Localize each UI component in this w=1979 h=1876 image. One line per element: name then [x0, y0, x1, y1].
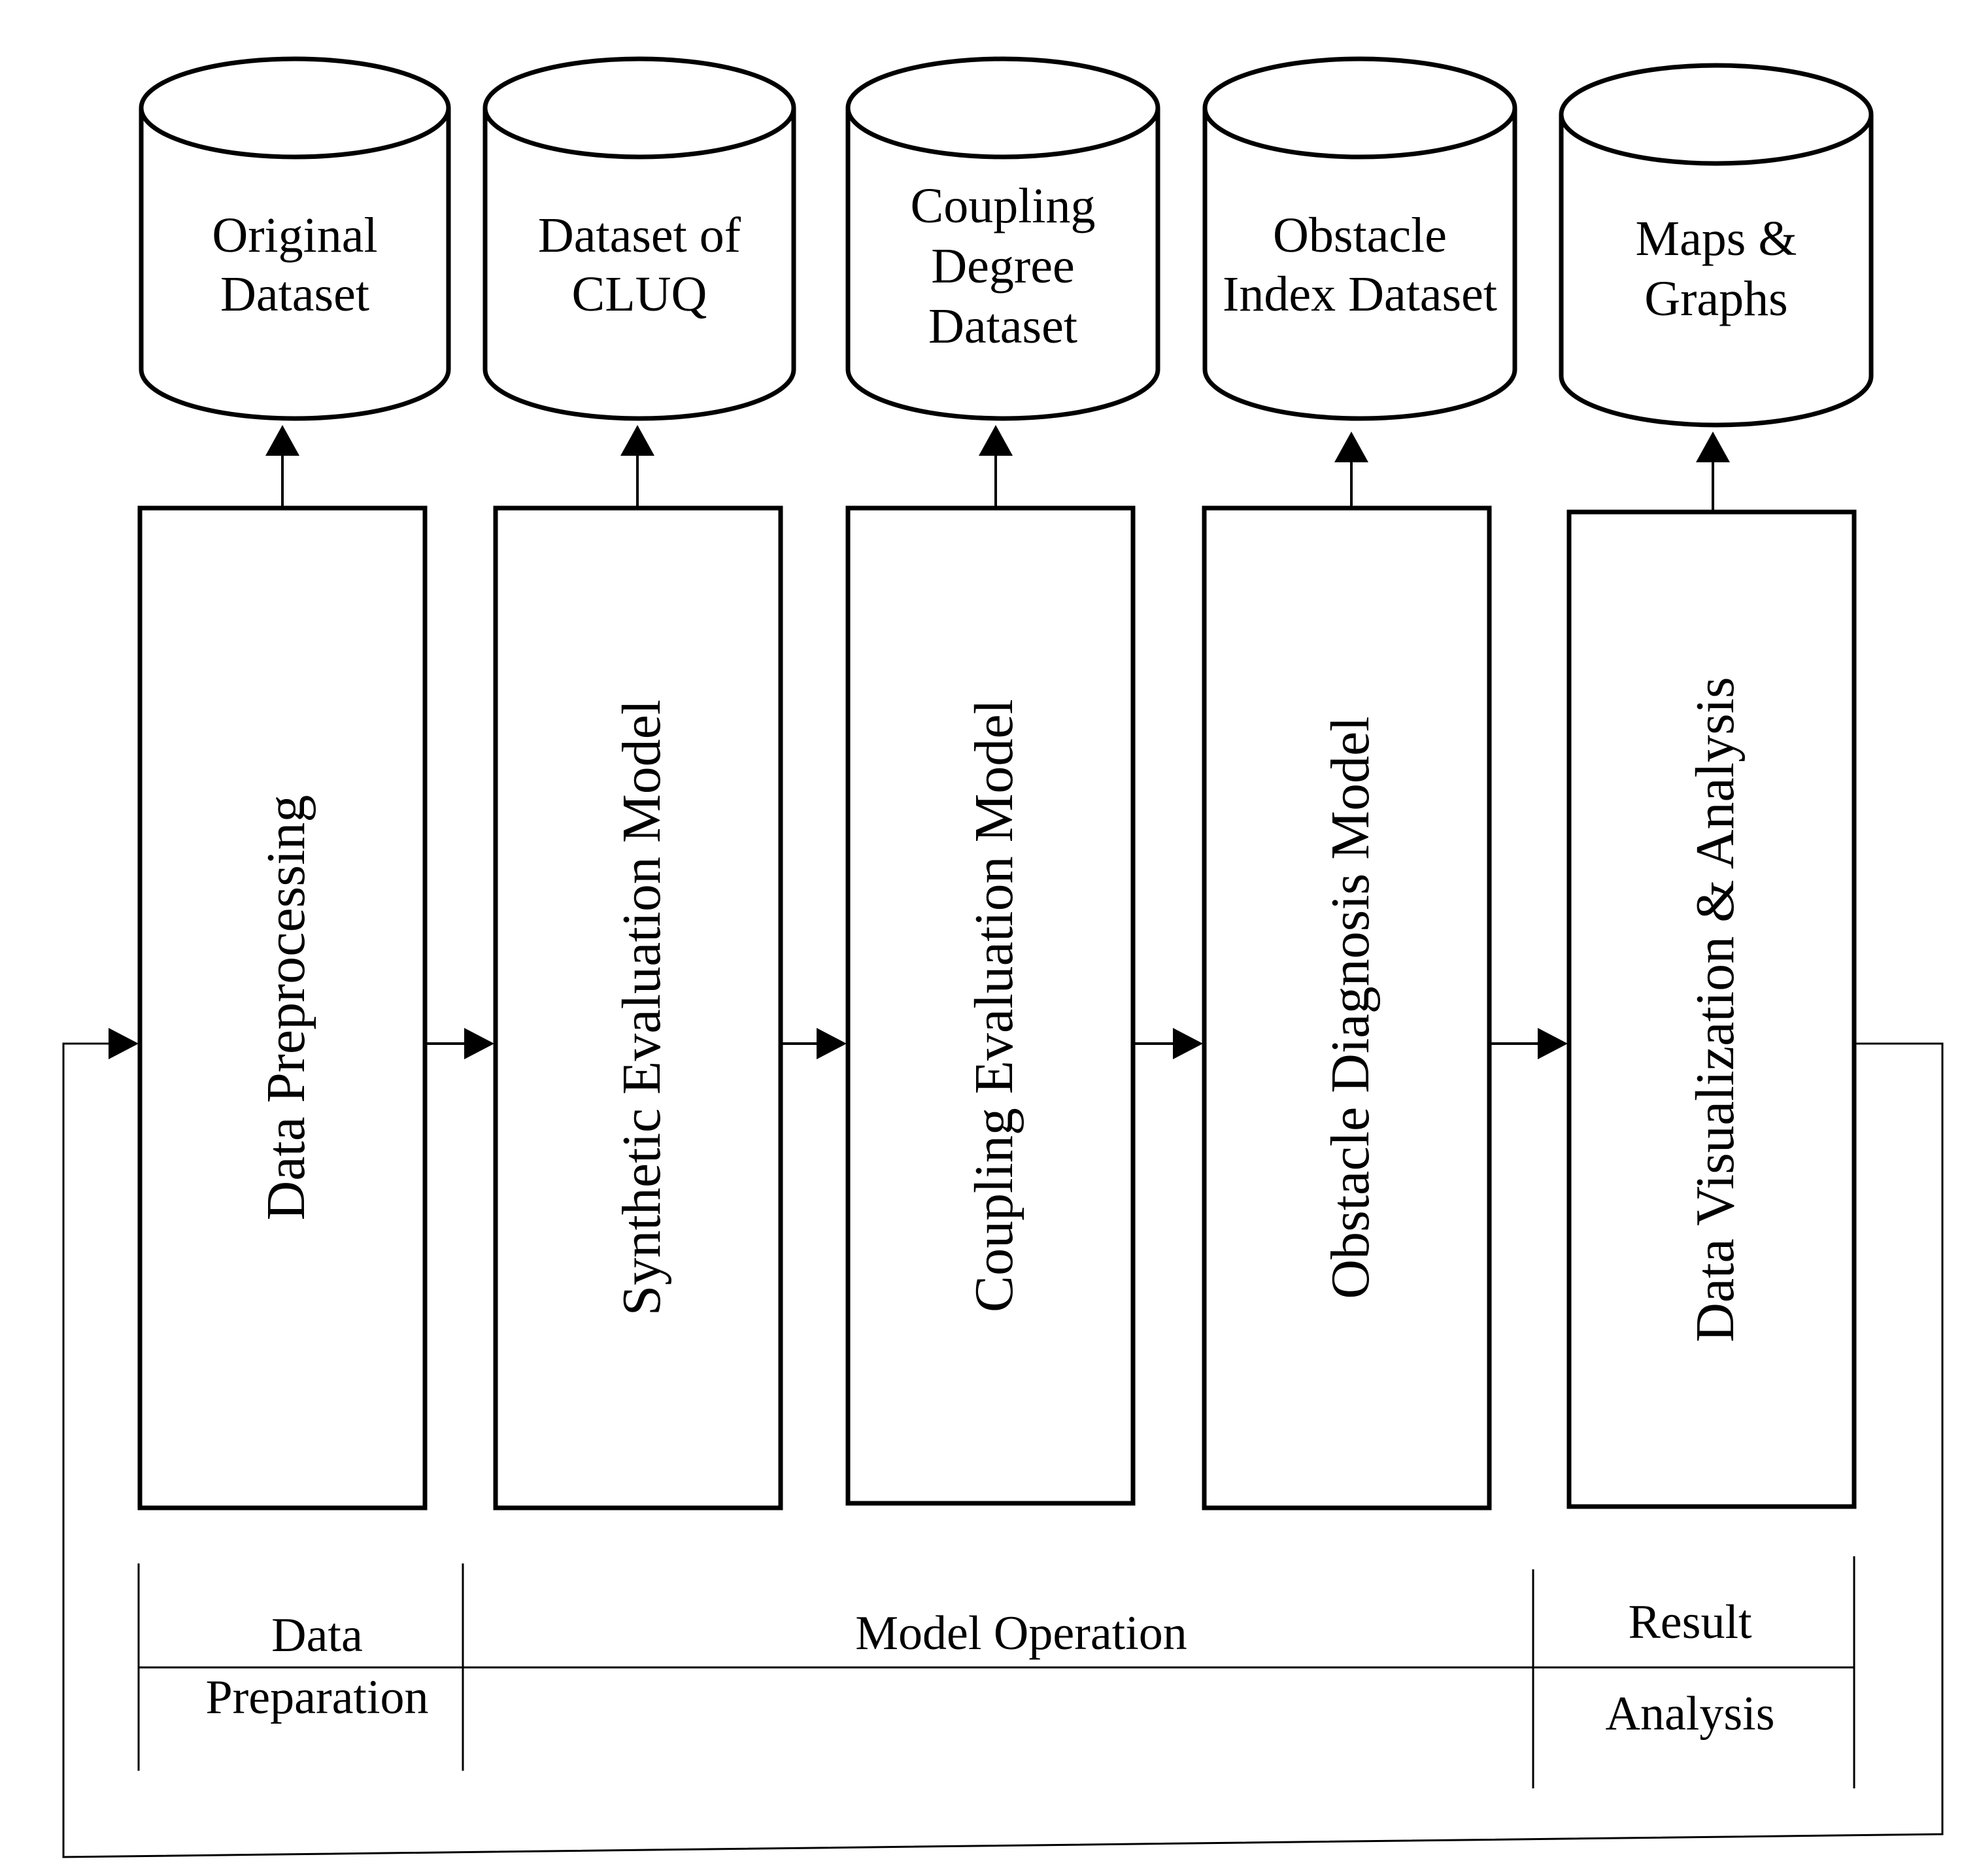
- step-data-preprocessing: Data Preprocessing: [137, 505, 428, 1510]
- phase-label: Result: [1628, 1595, 1752, 1649]
- database-label-line: Dataset of: [538, 208, 741, 263]
- arrow-right-2: [782, 1028, 847, 1059]
- database-original-dataset: Original Dataset: [139, 56, 451, 421]
- arrow-right-1: [426, 1028, 494, 1059]
- feedback-loop: [62, 1028, 1944, 1858]
- phase-label: Data: [271, 1609, 363, 1662]
- database-label-line: Index Dataset: [1223, 267, 1497, 322]
- phase-model-operation: Model Operation: [855, 1607, 1187, 1660]
- database-label-line: Maps &: [1636, 211, 1797, 266]
- database-maps-graphs: Maps & Graphs: [1559, 63, 1874, 428]
- database-label-line: Dataset: [220, 267, 369, 322]
- arrow-up-3: [979, 425, 1013, 507]
- database-label-line: Coupling: [911, 179, 1096, 233]
- database-label-line: Obstacle: [1273, 208, 1447, 263]
- arrow-right-3: [1134, 1028, 1203, 1059]
- database-label-line: Degree: [931, 239, 1074, 294]
- database-label-line: CLUQ: [572, 267, 707, 322]
- step-synthetic-evaluation-model: Synthetic Evaluation Model: [493, 505, 783, 1510]
- arrow-up-2: [620, 425, 654, 507]
- phase-label: Model Operation: [855, 1607, 1187, 1660]
- phase-data-preparation: Data Preparation: [205, 1609, 428, 1724]
- arrow-up-5: [1696, 432, 1730, 510]
- database-cluq-dataset: Dataset of CLUQ: [482, 56, 796, 421]
- arrow-up-4: [1334, 432, 1368, 507]
- database-label-line: Dataset: [928, 299, 1077, 354]
- step-label: Coupling Evaluation Model: [964, 699, 1024, 1312]
- phase-label: Analysis: [1606, 1687, 1775, 1741]
- arrow-right-4: [1491, 1028, 1568, 1059]
- step-label: Synthetic Evaluation Model: [611, 700, 672, 1316]
- database-obstacle-index-dataset: Obstacle Index Dataset: [1202, 56, 1517, 421]
- step-label: Data Preprocessing: [256, 795, 316, 1221]
- step-obstacle-diagnosis-model: Obstacle Diagnosis Model: [1202, 505, 1492, 1510]
- step-label: Data Visualization & Analysis: [1685, 677, 1746, 1342]
- arrow-up-1: [265, 425, 299, 507]
- step-data-visualization-analysis: Data Visualization & Analysis: [1566, 509, 1857, 1509]
- database-label-line: Original: [212, 208, 377, 263]
- database-label-line: Graphs: [1644, 271, 1788, 326]
- step-label: Obstacle Diagnosis Model: [1320, 716, 1381, 1299]
- database-coupling-degree-dataset: Coupling Degree Dataset: [845, 56, 1160, 421]
- phase-table: [137, 1556, 1855, 1788]
- phase-label: Preparation: [205, 1671, 428, 1724]
- step-coupling-evaluation-model: Coupling Evaluation Model: [845, 505, 1136, 1506]
- phase-result-analysis: Result Analysis: [1606, 1595, 1775, 1741]
